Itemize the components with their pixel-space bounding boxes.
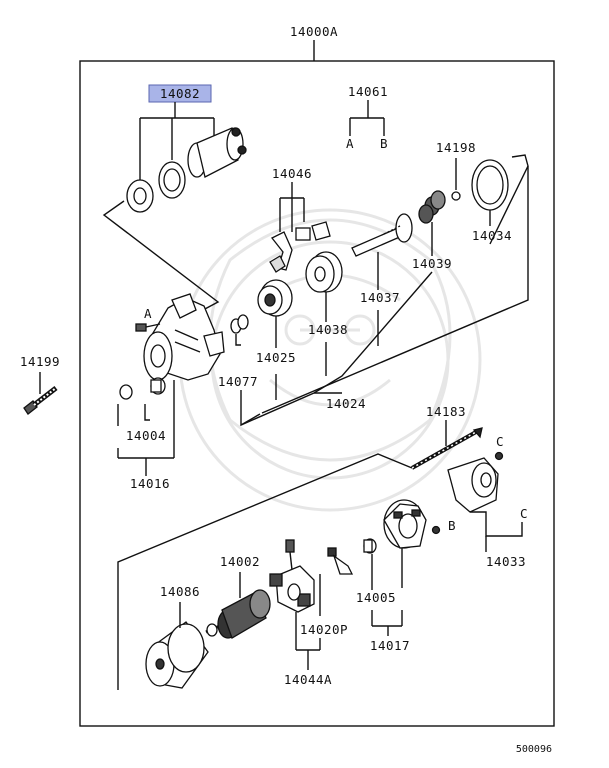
- label-14039[interactable]: 14039: [412, 256, 452, 271]
- p14044A-leaders: [295, 612, 321, 670]
- solenoid-washer-part: [126, 179, 154, 213]
- label-14005[interactable]: 14005: [356, 590, 396, 605]
- through-bolt-part: [23, 386, 58, 415]
- rear-bracket-part: [447, 451, 504, 513]
- label-14033[interactable]: 14033: [486, 554, 526, 569]
- label-14077[interactable]: 14077: [218, 374, 258, 389]
- p14024-leaders: [240, 154, 529, 427]
- bushing-part: [119, 377, 166, 400]
- assembly-label[interactable]: 14000A: [290, 24, 338, 39]
- label-14020P[interactable]: 14020P: [300, 622, 348, 637]
- label-14037[interactable]: 14037: [360, 290, 400, 305]
- bearing-small-part: [363, 538, 377, 554]
- pinion-stop-ring-part: [471, 159, 509, 211]
- long-through-bolt-part: [411, 427, 483, 470]
- ref-b-plate: B: [448, 518, 456, 533]
- clip-part: [451, 191, 461, 201]
- label-14199[interactable]: 14199: [20, 354, 60, 369]
- front-bracket-part: [143, 293, 225, 381]
- drive-lever-part: [269, 221, 331, 273]
- label-14016[interactable]: 14016: [130, 476, 170, 491]
- snap-ring-part: [230, 314, 249, 334]
- internal-gear-part: [305, 251, 343, 293]
- label-14038[interactable]: 14038: [308, 322, 348, 337]
- label-14046[interactable]: 14046: [272, 166, 312, 181]
- ref-a-bracket: A: [144, 306, 152, 321]
- p14061-leaders: [349, 100, 385, 136]
- label-14025[interactable]: 14025: [256, 350, 296, 365]
- label-14082[interactable]: 14082: [160, 86, 200, 101]
- label-14034[interactable]: 14034: [472, 228, 512, 243]
- planetary-gears-part: [418, 190, 446, 224]
- solenoid-gasket-part: [158, 161, 186, 199]
- label-14024[interactable]: 14024: [326, 396, 366, 411]
- ref-a-top: A: [346, 136, 354, 151]
- label-14002[interactable]: 14002: [220, 554, 260, 569]
- pinion-shaft-part: [351, 213, 413, 257]
- ref-c-bracket: C: [520, 506, 528, 521]
- label-14198[interactable]: 14198: [436, 140, 476, 155]
- p14017-leaders: [371, 548, 403, 636]
- label-14004[interactable]: 14004: [126, 428, 166, 443]
- p14046-leaders: [279, 182, 305, 232]
- overrunning-clutch-part: [257, 279, 293, 317]
- figure-id: 500096: [516, 744, 552, 755]
- yoke-assembly-part: [145, 621, 209, 689]
- p14004-leaders: [117, 380, 175, 476]
- label-14061[interactable]: 14061: [348, 84, 388, 99]
- assembly-frame: [79, 60, 555, 727]
- label-14183[interactable]: 14183: [426, 404, 466, 419]
- brush-holder-part: [269, 565, 315, 613]
- p14033-leaders: [470, 511, 523, 552]
- armature-part: [205, 589, 271, 639]
- solenoid-switch-part: [187, 127, 247, 178]
- lower-guide-line: [117, 453, 413, 690]
- brush-holder-plate-part: [383, 499, 441, 549]
- label-14086[interactable]: 14086: [160, 584, 200, 599]
- ref-b-top: B: [380, 136, 388, 151]
- label-14044A[interactable]: 14044A: [284, 672, 332, 687]
- ref-c-bolt: C: [496, 434, 504, 449]
- p14082-highlight: [148, 84, 212, 103]
- bolt-a-part: [135, 323, 161, 332]
- brush-set-part: [285, 539, 354, 575]
- label-14017[interactable]: 14017: [370, 638, 410, 653]
- watermark-emblem: [178, 208, 482, 512]
- p14077-leader: [235, 334, 241, 346]
